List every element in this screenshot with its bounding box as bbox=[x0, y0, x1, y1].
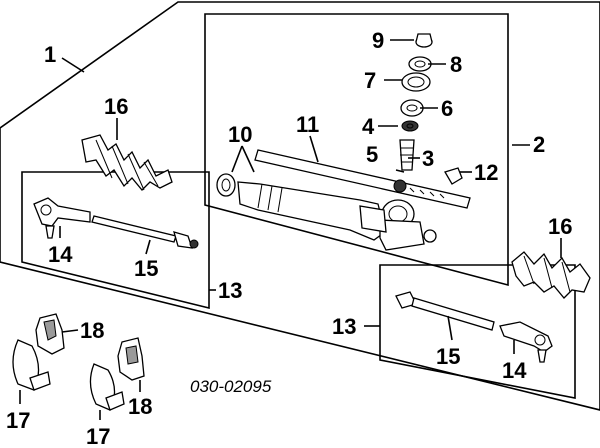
callout-15-left: 15 bbox=[134, 256, 158, 281]
clamp-a-drawing bbox=[12, 339, 51, 391]
bushing-drawing bbox=[216, 173, 236, 197]
bushing-bore bbox=[221, 178, 231, 192]
callout-13-left: 13 bbox=[218, 278, 242, 303]
callout-16-right: 16 bbox=[548, 214, 572, 239]
callout-6: 6 bbox=[441, 96, 453, 121]
callout-9: 9 bbox=[372, 28, 384, 53]
rod-right-drawing bbox=[395, 291, 495, 331]
callout-2: 2 bbox=[533, 132, 545, 157]
leader-lines bbox=[19, 39, 562, 420]
callout-18-b: 18 bbox=[128, 394, 152, 419]
boot-right-drawing bbox=[511, 251, 591, 299]
assembly-frame bbox=[0, 1, 600, 411]
callout-8: 8 bbox=[450, 52, 462, 77]
gear-housing-drawing bbox=[237, 181, 437, 251]
grommet-b-drawing bbox=[117, 337, 145, 381]
end-right-drawing bbox=[499, 321, 553, 363]
clamp-b-drawing bbox=[89, 363, 125, 411]
end-left-drawing bbox=[33, 197, 91, 239]
callout-13-right: 13 bbox=[332, 314, 356, 339]
callout-15-right: 15 bbox=[436, 344, 460, 369]
grommet-a-drawing bbox=[35, 313, 65, 355]
callout-17-b: 17 bbox=[86, 424, 110, 448]
callout-11: 11 bbox=[296, 112, 319, 137]
callout-4: 4 bbox=[362, 114, 375, 139]
boot-left-drawing bbox=[81, 134, 173, 191]
diagram-code: 030-02095 bbox=[190, 377, 272, 396]
rod-left-drawing bbox=[91, 215, 199, 249]
callout-10: 10 bbox=[228, 122, 252, 147]
callout-3: 3 bbox=[422, 146, 434, 171]
callout-14-left: 14 bbox=[48, 242, 73, 267]
callout-1: 1 bbox=[44, 42, 56, 67]
callout-17-a: 17 bbox=[6, 408, 30, 433]
callout-16-left: 16 bbox=[104, 94, 128, 119]
plug-drawing bbox=[444, 167, 463, 185]
callout-14-right: 14 bbox=[502, 358, 527, 383]
pinion-stack-drawing bbox=[393, 33, 433, 193]
callout-5: 5 bbox=[366, 142, 378, 167]
callout-12: 12 bbox=[474, 160, 498, 185]
gear-box-frame bbox=[204, 13, 509, 287]
tie-rod-right-frame bbox=[379, 264, 576, 399]
callout-18-a: 18 bbox=[80, 318, 104, 343]
callout-7: 7 bbox=[364, 68, 376, 93]
